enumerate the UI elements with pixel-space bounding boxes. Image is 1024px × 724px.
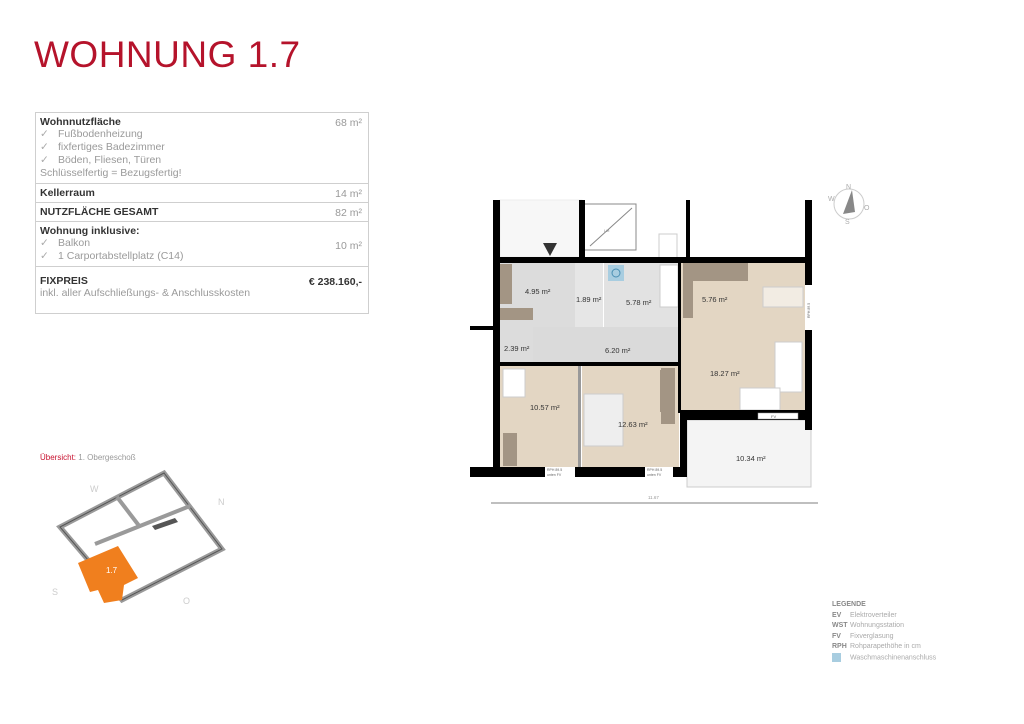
overview-label: Übersicht: 1. Obergeschoß — [40, 453, 136, 462]
check-icon: ✓ — [40, 237, 49, 249]
washing-machine-icon — [608, 265, 624, 281]
compass-w: W — [828, 196, 835, 203]
row-wohnnutzflaeche: Wohnnutzfläche 68 m² ✓ Fußbodenheizung ✓ f… — [36, 113, 368, 184]
check-icon: ✓ — [40, 154, 49, 166]
area-bedroom: 12.63 m² — [618, 420, 648, 429]
check-icon: ✓ — [40, 250, 49, 262]
fixpreis-label: FIXPREIS — [40, 275, 88, 287]
washing-machine-icon — [832, 652, 841, 662]
rph-label-1: RPH 89.5 — [547, 468, 562, 472]
gesamt-value: 82 m² — [335, 207, 362, 219]
area-balcony: 10.34 m² — [736, 454, 766, 463]
note: Schlüsselfertig = Bezugsfertig! — [40, 167, 182, 179]
inklusive-item: Balkon — [58, 237, 91, 249]
area-kitchen: 5.76 m² — [702, 295, 728, 304]
row-kellerraum: Kellerraum 14 m² — [36, 184, 368, 203]
rph-sub-2: unten FV — [647, 473, 662, 477]
overview-s: S — [52, 587, 58, 597]
entrance-arrow-icon — [543, 243, 557, 256]
rph-side-label: RPH 89.5 — [807, 303, 811, 318]
dimension-label: 11.67 — [648, 495, 659, 500]
wohnnutzflaeche-label: Wohnnutzfläche — [40, 116, 121, 128]
area-living: 18.27 m² — [710, 369, 740, 378]
area-hallway: 6.20 m² — [605, 346, 631, 355]
feature: fixfertiges Badezimmer — [58, 141, 165, 153]
lift-label: Lift — [604, 228, 610, 233]
inklusive-item: 1 Carportabstellplatz (C14) — [58, 250, 184, 262]
compass-o: O — [864, 205, 870, 212]
overview-floor: 1. Obergeschoß — [78, 453, 136, 462]
area-bath: 5.78 m² — [626, 298, 652, 307]
balkon-value: 10 m² — [335, 240, 362, 252]
unit-highlight — [78, 546, 138, 603]
legend-title: LEGENDE — [832, 601, 866, 608]
overview-label-prefix: Übersicht: — [40, 453, 77, 462]
rph-label-2: RPH 89.5 — [647, 468, 662, 472]
legend-item: Waschmaschinenanschluss — [832, 652, 936, 664]
rph-sub-1: unten FV — [547, 473, 562, 477]
overview-unit-label: 1.7 — [106, 566, 118, 575]
overview-n: N — [218, 497, 225, 507]
fixpreis-note: inkl. aller Aufschließungs- & Anschlussk… — [40, 287, 251, 299]
check-icon: ✓ — [40, 141, 49, 153]
inklusive-label: Wohnung inklusive: — [40, 225, 140, 237]
wohnnutzflaeche-value: 68 m² — [335, 117, 362, 129]
feature: Fußbodenheizung — [58, 128, 143, 140]
gesamt-label: NUTZFLÄCHE GESAMT — [40, 206, 159, 218]
row-inklusive: Wohnung inklusive: 10 m² ✓ Balkon ✓ 1 Carp… — [36, 222, 368, 267]
area-entry: 4.95 m² — [525, 287, 551, 296]
area-storage: 2.39 m² — [504, 344, 530, 353]
compass-s: S — [845, 219, 850, 226]
room-wc — [575, 263, 603, 327]
info-table: Wohnnutzfläche 68 m² ✓ Fußbodenheizung ✓ f… — [35, 112, 369, 314]
area-wc: 1.89 m² — [576, 295, 602, 304]
row-fixpreis: FIXPREIS € 238.160,- inkl. aller Aufschl… — [36, 267, 368, 313]
row-gesamt: NUTZFLÄCHE GESAMT 82 m² — [36, 203, 368, 222]
overview-o: O — [183, 596, 190, 606]
kellerraum-label: Kellerraum — [40, 187, 95, 199]
room-hallway — [533, 327, 680, 363]
overview-building: 1.7 W N S O — [52, 469, 226, 606]
fv-label: FV — [771, 414, 776, 419]
room-balcony — [686, 419, 812, 488]
fixpreis-value: € 238.160,- — [308, 276, 362, 288]
floor-plan: Lift — [470, 199, 818, 504]
overview-w: W — [90, 484, 99, 494]
feature: Böden, Fliesen, Türen — [58, 154, 162, 166]
kellerraum-value: 14 m² — [335, 188, 362, 200]
compass-n: N — [846, 184, 851, 191]
compass-rose-icon: N O S W — [828, 184, 870, 226]
area-room: 10.57 m² — [530, 403, 560, 412]
check-icon: ✓ — [40, 128, 49, 140]
page-title: WOHNUNG 1.7 — [34, 34, 301, 75]
